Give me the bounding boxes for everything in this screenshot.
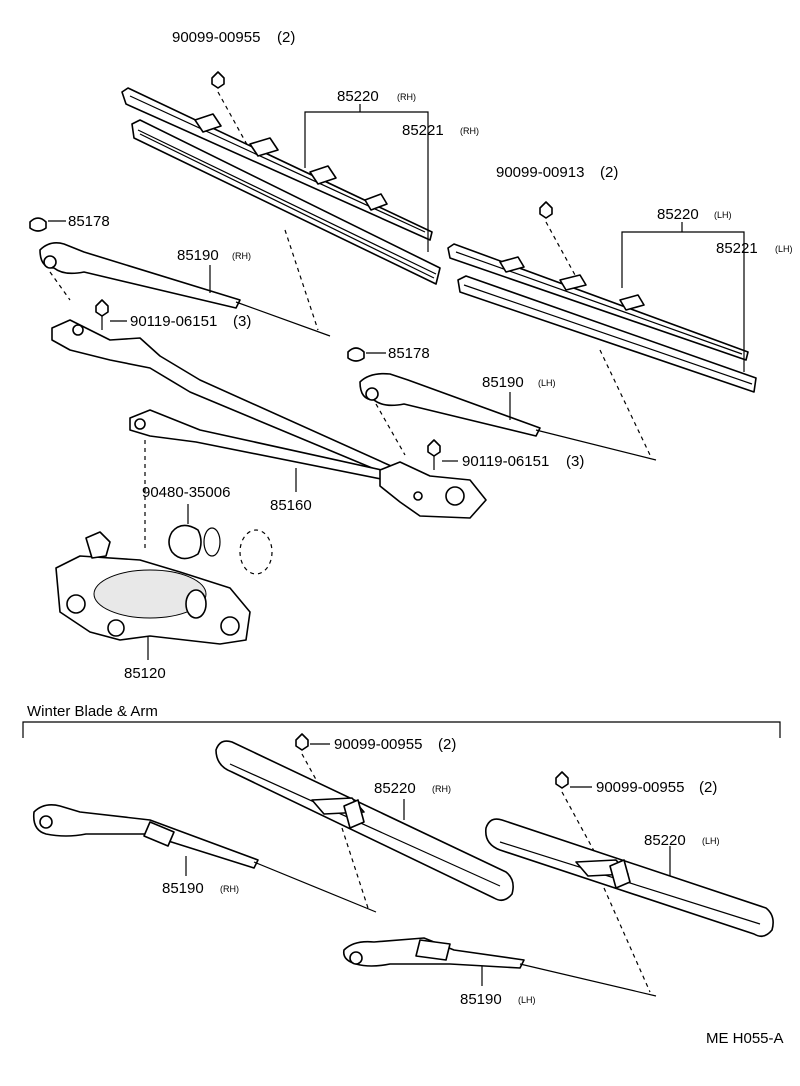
label-winter-blade-rh-side: (RH) <box>432 784 451 794</box>
label-winter-blade-lh-side: (LH) <box>702 836 720 846</box>
label-winter-arm-rh-side: (RH) <box>220 884 239 894</box>
cap-85178-lh <box>347 347 386 362</box>
label-arm-rh: 85190 <box>177 247 219 264</box>
label-winter-bolt-lh-qty: (2) <box>699 779 717 796</box>
label-link: 85160 <box>270 497 312 514</box>
label-pivot-bolt-lh: 90119-06151 <box>462 453 549 470</box>
label-pivot-bolt-rh-qty: (3) <box>233 313 251 330</box>
label-pivot-bolt-lh-qty: (3) <box>566 453 584 470</box>
label-refill-lh: 85221 <box>716 240 758 257</box>
label-winter-arm-rh: 85190 <box>162 880 204 897</box>
diagram-code: ME H055-A <box>706 1030 784 1047</box>
wiper-refill-lh <box>457 275 757 393</box>
label-cap-lh: 85178 <box>388 345 430 362</box>
label-top-bolt-qty: (2) <box>277 29 295 46</box>
wiper-motor <box>55 531 251 660</box>
label-grommet: 90480-35006 <box>142 484 230 501</box>
label-refill-lh-side: (LH) <box>775 244 793 254</box>
label-arm-lh-side: (LH) <box>538 378 556 388</box>
label-bolt-lh-qty: (2) <box>600 164 618 181</box>
winter-bracket <box>22 721 781 738</box>
label-pivot-bolt-rh: 90119-06151 <box>130 313 217 330</box>
label-winter-arm-lh-side: (LH) <box>518 995 536 1005</box>
label-winter-blade-lh: 85220 <box>644 832 686 849</box>
wiper-linkage <box>51 319 487 519</box>
label-blade-rh-side: (RH) <box>397 92 416 102</box>
winter-title: Winter Blade & Arm <box>27 703 158 720</box>
label-motor: 85120 <box>124 665 166 682</box>
winter-blade-lh <box>484 818 774 993</box>
label-winter-arm-lh: 85190 <box>460 991 502 1008</box>
wiper-arm-rh <box>39 242 331 337</box>
label-top-bolt: 90099-00955 <box>172 29 260 46</box>
grommet <box>144 440 273 575</box>
winter-blade-rh <box>215 740 514 909</box>
label-bolt-lh: 90099-00913 <box>496 164 584 181</box>
wiper-blade-rh <box>121 87 433 241</box>
label-winter-blade-rh: 85220 <box>374 780 416 797</box>
winter-arm-lh <box>342 937 657 997</box>
wiper-blade-lh <box>447 243 749 361</box>
label-winter-bolt-lh: 90099-00955 <box>596 779 684 796</box>
label-arm-lh: 85190 <box>482 374 524 391</box>
label-blade-lh: 85220 <box>657 206 699 223</box>
wiper-arm-lh <box>359 372 657 461</box>
pivot-bolt-lh <box>427 439 458 470</box>
label-cap-rh: 85178 <box>68 213 110 230</box>
label-refill-rh-side: (RH) <box>460 126 479 136</box>
bolt-90099-00913 <box>539 201 576 276</box>
wiper-refill-rh <box>131 119 441 285</box>
label-winter-bolt-rh: 90099-00955 <box>334 736 422 753</box>
label-blade-lh-side: (LH) <box>714 210 732 220</box>
label-refill-rh: 85221 <box>402 122 444 139</box>
label-arm-rh-side: (RH) <box>232 251 251 261</box>
bolt-90099-00955-top <box>211 71 251 151</box>
cap-85178-rh <box>29 217 66 232</box>
pivot-bolt-rh <box>95 299 127 330</box>
label-blade-rh: 85220 <box>337 88 379 105</box>
label-winter-bolt-rh-qty: (2) <box>438 736 456 753</box>
winter-arm-rh <box>32 804 377 913</box>
